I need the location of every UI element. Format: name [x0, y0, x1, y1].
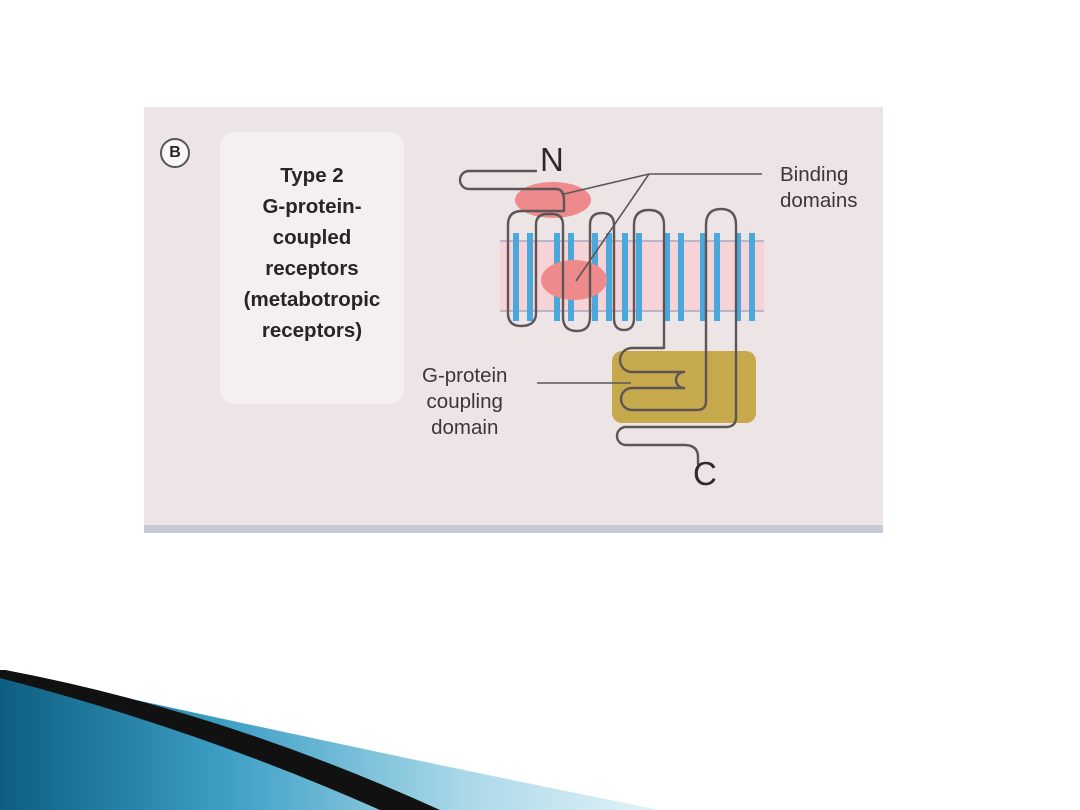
binding-leader-lower — [575, 173, 650, 282]
title-box: Type 2 G-protein- coupled receptors (met… — [220, 132, 404, 404]
swoosh-dark-stroke — [0, 670, 440, 810]
title-line: receptors) — [261, 319, 363, 342]
n-terminus-label: N — [540, 141, 564, 178]
binding-label-line: Binding — [780, 163, 849, 186]
helix-5b — [678, 233, 684, 321]
binding-leader-upper — [563, 173, 650, 195]
helix-7b — [749, 233, 755, 321]
title-line: coupled — [272, 226, 352, 249]
binding-label-line: domains — [780, 189, 858, 212]
receptor-chain — [458, 169, 738, 466]
coupling-domain-label: G-protein coupling domain — [422, 363, 507, 441]
panel-title: Type 2 G-protein- coupled receptors (met… — [220, 160, 404, 346]
helix-1a — [513, 233, 519, 321]
receptor-figure: B Type 2 G-protein- coupled receptors (m… — [144, 107, 883, 533]
binding-domains-label: Binding domains — [780, 162, 858, 214]
coupling-label-line: G-protein — [422, 364, 508, 387]
helix-4a — [622, 233, 628, 321]
helix-6a — [700, 233, 706, 321]
helix-4b — [636, 233, 642, 321]
panel-badge: B — [160, 138, 190, 168]
slide-decoration-swoosh — [0, 670, 660, 810]
title-line: Type 2 — [280, 164, 344, 187]
helix-5a — [664, 233, 670, 321]
swoosh-light-band — [0, 670, 660, 810]
helix-7a — [735, 233, 741, 321]
c-terminus-label: C — [693, 455, 717, 492]
title-line: (metabotropic — [243, 288, 381, 311]
coupling-label-line: domain — [431, 416, 499, 439]
leader-lines — [537, 173, 762, 384]
coupling-label-line: coupling — [426, 390, 503, 413]
receptor-diagram — [458, 169, 764, 466]
helix-3b — [606, 233, 612, 321]
title-line: receptors — [265, 257, 359, 280]
cell-membrane — [500, 241, 764, 311]
helix-1b — [527, 233, 533, 321]
binding-domain-extracellular — [515, 182, 591, 218]
binding-domain-transmembrane — [541, 260, 607, 300]
helix-6b — [714, 233, 720, 321]
title-line: G-protein- — [262, 195, 362, 218]
